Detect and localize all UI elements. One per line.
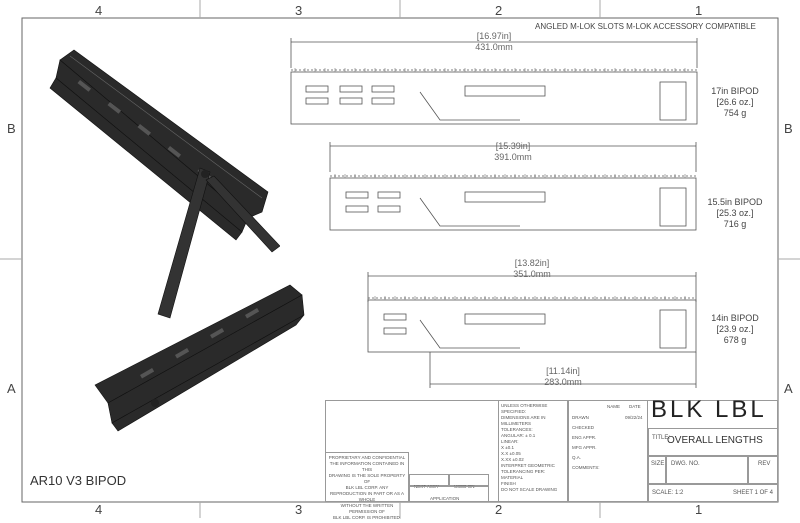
zone-bottom-3: 3 [295, 502, 303, 517]
sub-dim-mm: 283.0mm [544, 377, 582, 387]
used-on-cell: USED ON [449, 474, 489, 489]
view1-dim-in: [16.97in] [476, 31, 512, 41]
prop-line-2: DRAWING IS THE SOLE PROPERTY OF [328, 473, 406, 484]
prop-line-4: REPRODUCTION IN PART OR AS A WHOLE [329, 491, 404, 502]
prop-line-0: PROPRIETARY AND CONFIDENTIAL [328, 455, 406, 460]
view2-label-oz: [25.3 oz.] [716, 208, 754, 218]
view3-label: 14in BIPOD [23.9 oz.] 678 g [700, 313, 770, 346]
spec-10: MATERIAL [501, 475, 524, 480]
view3-dim-in: [13.82in] [514, 258, 550, 268]
application-label: APPLICATION [430, 496, 460, 501]
row-eng-appr: ENG APPR. [572, 435, 597, 440]
row-drawn: DRAWN [572, 415, 589, 420]
approval-cell: NAME DATE 09/22/24 DRAWN CHECKED ENG APP… [568, 400, 648, 502]
header-note: ANGLED M-LOK SLOTS M-LOK ACCESSORY COMPA… [535, 22, 756, 31]
spec-6: X.X ±0.05 [501, 451, 521, 456]
view1-label-oz: [26.6 oz.] [716, 97, 754, 107]
drawn-date: 09/22/24 [625, 415, 643, 420]
dwg-no-label: DWG. NO. [671, 461, 700, 467]
specs-cell: UNLESS OTHERWISE SPECIFIED: DIMENSIONS A… [498, 400, 568, 502]
spec-11: FINISH [501, 481, 516, 486]
view2-label: 15.5in BIPOD [25.3 oz.] 716 g [700, 197, 770, 230]
date-col-label: DATE [629, 404, 641, 409]
row-checked: CHECKED [572, 425, 595, 430]
prop-line-6: BLK LBL CORP. IS PROHIBITED. [332, 515, 402, 520]
view1-dim: [16.97in] 431.0mm [464, 31, 524, 53]
row-qa: Q.A. [572, 455, 582, 460]
rev-cell: REV [748, 456, 778, 484]
title-label: TITLE: [652, 435, 671, 441]
zone-right-b: B [784, 121, 793, 136]
view3-dim-mm: 351.0mm [513, 269, 551, 279]
spec-8: INTERPRET GEOMETRIC [501, 463, 555, 468]
view2-dim: [15.39in] 391.0mm [483, 141, 543, 163]
application-cell: APPLICATION [409, 486, 489, 502]
view3-label-name: 14in BIPOD [711, 313, 759, 323]
row-mfg-appr: MFG APPR. [572, 445, 597, 450]
scale-label: SCALE: 1:2 [652, 490, 684, 496]
sub-dim: [11.14in] 283.0mm [533, 366, 593, 388]
view2-label-name: 15.5in BIPOD [707, 197, 763, 207]
zone-top-2: 2 [495, 3, 503, 18]
spec-7: X.XX ±0.02 [501, 457, 524, 462]
spec-9: TOLERANCING PER: [501, 469, 546, 474]
prop-line-1: THE INFORMATION CONTAINED IN THIS [329, 461, 405, 472]
zone-left-a: A [7, 381, 16, 396]
scale-sheet-cell: SCALE: 1:2 SHEET 1 OF 4 [648, 484, 778, 502]
sheet-label: SHEET 1 OF 4 [733, 490, 773, 496]
spec-3: ANGULAR: ± 0.1 [501, 433, 536, 438]
title-cell: TITLE: OVERALL LENGTHS [648, 428, 778, 456]
company-logo: BLK LBL [651, 396, 767, 423]
model-name: AR10 V3 BIPOD [30, 473, 127, 488]
next-assy-cell: NEXT ASSY [409, 474, 449, 489]
rev-label: REV [758, 461, 771, 467]
zone-top-4: 4 [95, 3, 103, 18]
zone-right-a: A [784, 381, 793, 396]
size-label: SIZE [651, 461, 665, 467]
view1-label-g: 754 g [723, 108, 747, 118]
drawing-title: OVERALL LENGTHS [667, 435, 763, 446]
view2-label-g: 716 g [723, 219, 747, 229]
proprietary-cell: PROPRIETARY AND CONFIDENTIAL THE INFORMA… [325, 452, 409, 520]
name-col-label: NAME [607, 404, 621, 409]
iso-view-bipod-deployed [49, 49, 280, 319]
size-cell: SIZE [648, 456, 666, 484]
zone-top-1: 1 [695, 3, 703, 18]
row-comments: COMMENTS: [572, 465, 600, 470]
zone-top-3: 3 [295, 3, 303, 18]
spec-1: DIMENSIONS ARE IN MILLIMETERS [501, 415, 546, 426]
zone-left-b: B [7, 121, 16, 136]
prop-line-5: WITHOUT THE WRITTEN PERMISSION OF [340, 503, 394, 514]
spec-2: TOLERANCES: [501, 427, 533, 432]
view1-label: 17in BIPOD [26.6 oz.] 754 g [700, 86, 770, 119]
prop-line-3: BLK LBL CORP. ANY [345, 485, 389, 490]
spec-4: LINEAR: [501, 439, 519, 444]
spec-12: DO NOT SCALE DRAWING [501, 487, 558, 492]
view1-label-name: 17in BIPOD [711, 86, 759, 96]
zone-bottom-2: 2 [495, 502, 503, 517]
spec-0: UNLESS OTHERWISE SPECIFIED: [501, 403, 548, 414]
zone-bottom-4: 4 [95, 502, 103, 517]
zone-bottom-1: 1 [695, 502, 703, 517]
view3-label-g: 678 g [723, 335, 747, 345]
sub-dim-in: [11.14in] [546, 366, 580, 376]
view2-dim-in: [15.39in] [495, 141, 531, 151]
view3-label-oz: [23.9 oz.] [716, 324, 754, 334]
view1-dim-mm: 431.0mm [475, 42, 513, 52]
view2-dim-mm: 391.0mm [494, 152, 532, 162]
view3-dim: [13.82in] 351.0mm [502, 258, 562, 280]
spec-5: X ±0.1 [501, 445, 514, 450]
iso-view-handguard [94, 284, 305, 432]
dwg-no-cell: DWG. NO. [666, 456, 748, 484]
